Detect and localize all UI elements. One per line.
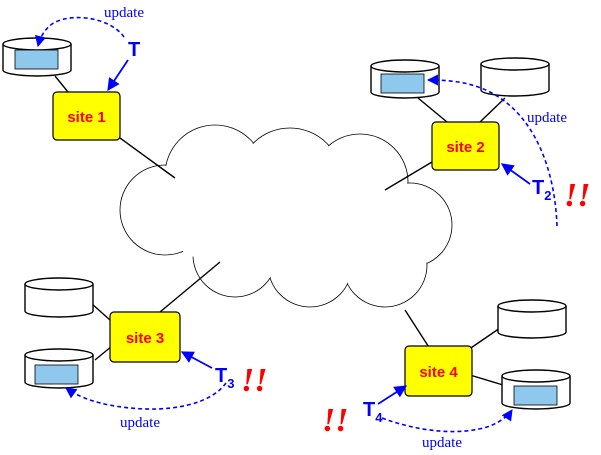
conflict-mark-t4: !!: [322, 402, 348, 439]
record-icon: [34, 364, 79, 385]
cloud-fill: [120, 125, 452, 307]
conflict-mark-t2: !!: [564, 177, 590, 214]
site-label-4: site 4: [419, 364, 458, 381]
transaction-label-t2: T2: [532, 177, 551, 203]
site-box-3: site 3: [109, 311, 181, 363]
link-site4-network: [404, 309, 433, 353]
site-label-2: site 2: [446, 139, 484, 156]
update-arrow-3: [65, 382, 227, 410]
database-site4-b: [501, 369, 571, 410]
database-site2-b: [480, 57, 550, 97]
record-icon: [380, 73, 425, 94]
site-label-1: site 1: [67, 109, 105, 126]
update-label-1: update: [104, 5, 144, 21]
update-label-3: update: [120, 415, 160, 431]
record-icon: [14, 49, 59, 70]
arrow-t3: [180, 351, 213, 369]
transaction-arrows: [107, 59, 531, 405]
database-site4-a: [497, 299, 567, 339]
site-box-2: site 2: [431, 121, 500, 171]
database-site2-a: [370, 59, 440, 99]
database-site3-a: [24, 277, 94, 318]
update-label-4: update: [422, 435, 462, 451]
site-label-3: site 3: [126, 330, 164, 347]
update-arrow-2: [426, 74, 558, 227]
link-site3-network: [159, 261, 221, 313]
arrow-t4: [377, 385, 408, 405]
database-site1: [2, 37, 72, 77]
site-box-4: site 4: [404, 345, 473, 397]
update-label-2: update: [527, 110, 567, 126]
update-arrow-1: [35, 16, 125, 48]
transaction-label-t1: T: [128, 39, 140, 61]
conflict-mark-t3: !!: [241, 362, 267, 399]
network-links: [119, 137, 433, 353]
arrow-t2: [500, 163, 531, 185]
transaction-label-t3: T3: [215, 365, 234, 391]
database-site3-b: [24, 348, 94, 389]
update-arrows: [35, 16, 558, 433]
site-box-1: site 1: [52, 91, 121, 141]
arrow-t1: [107, 59, 129, 92]
update-arrow-4: [381, 409, 513, 433]
link-site2-network: [384, 161, 433, 191]
record-icon: [513, 385, 558, 406]
transaction-label-t4: T4: [363, 399, 383, 425]
link-site1-network: [119, 137, 176, 179]
